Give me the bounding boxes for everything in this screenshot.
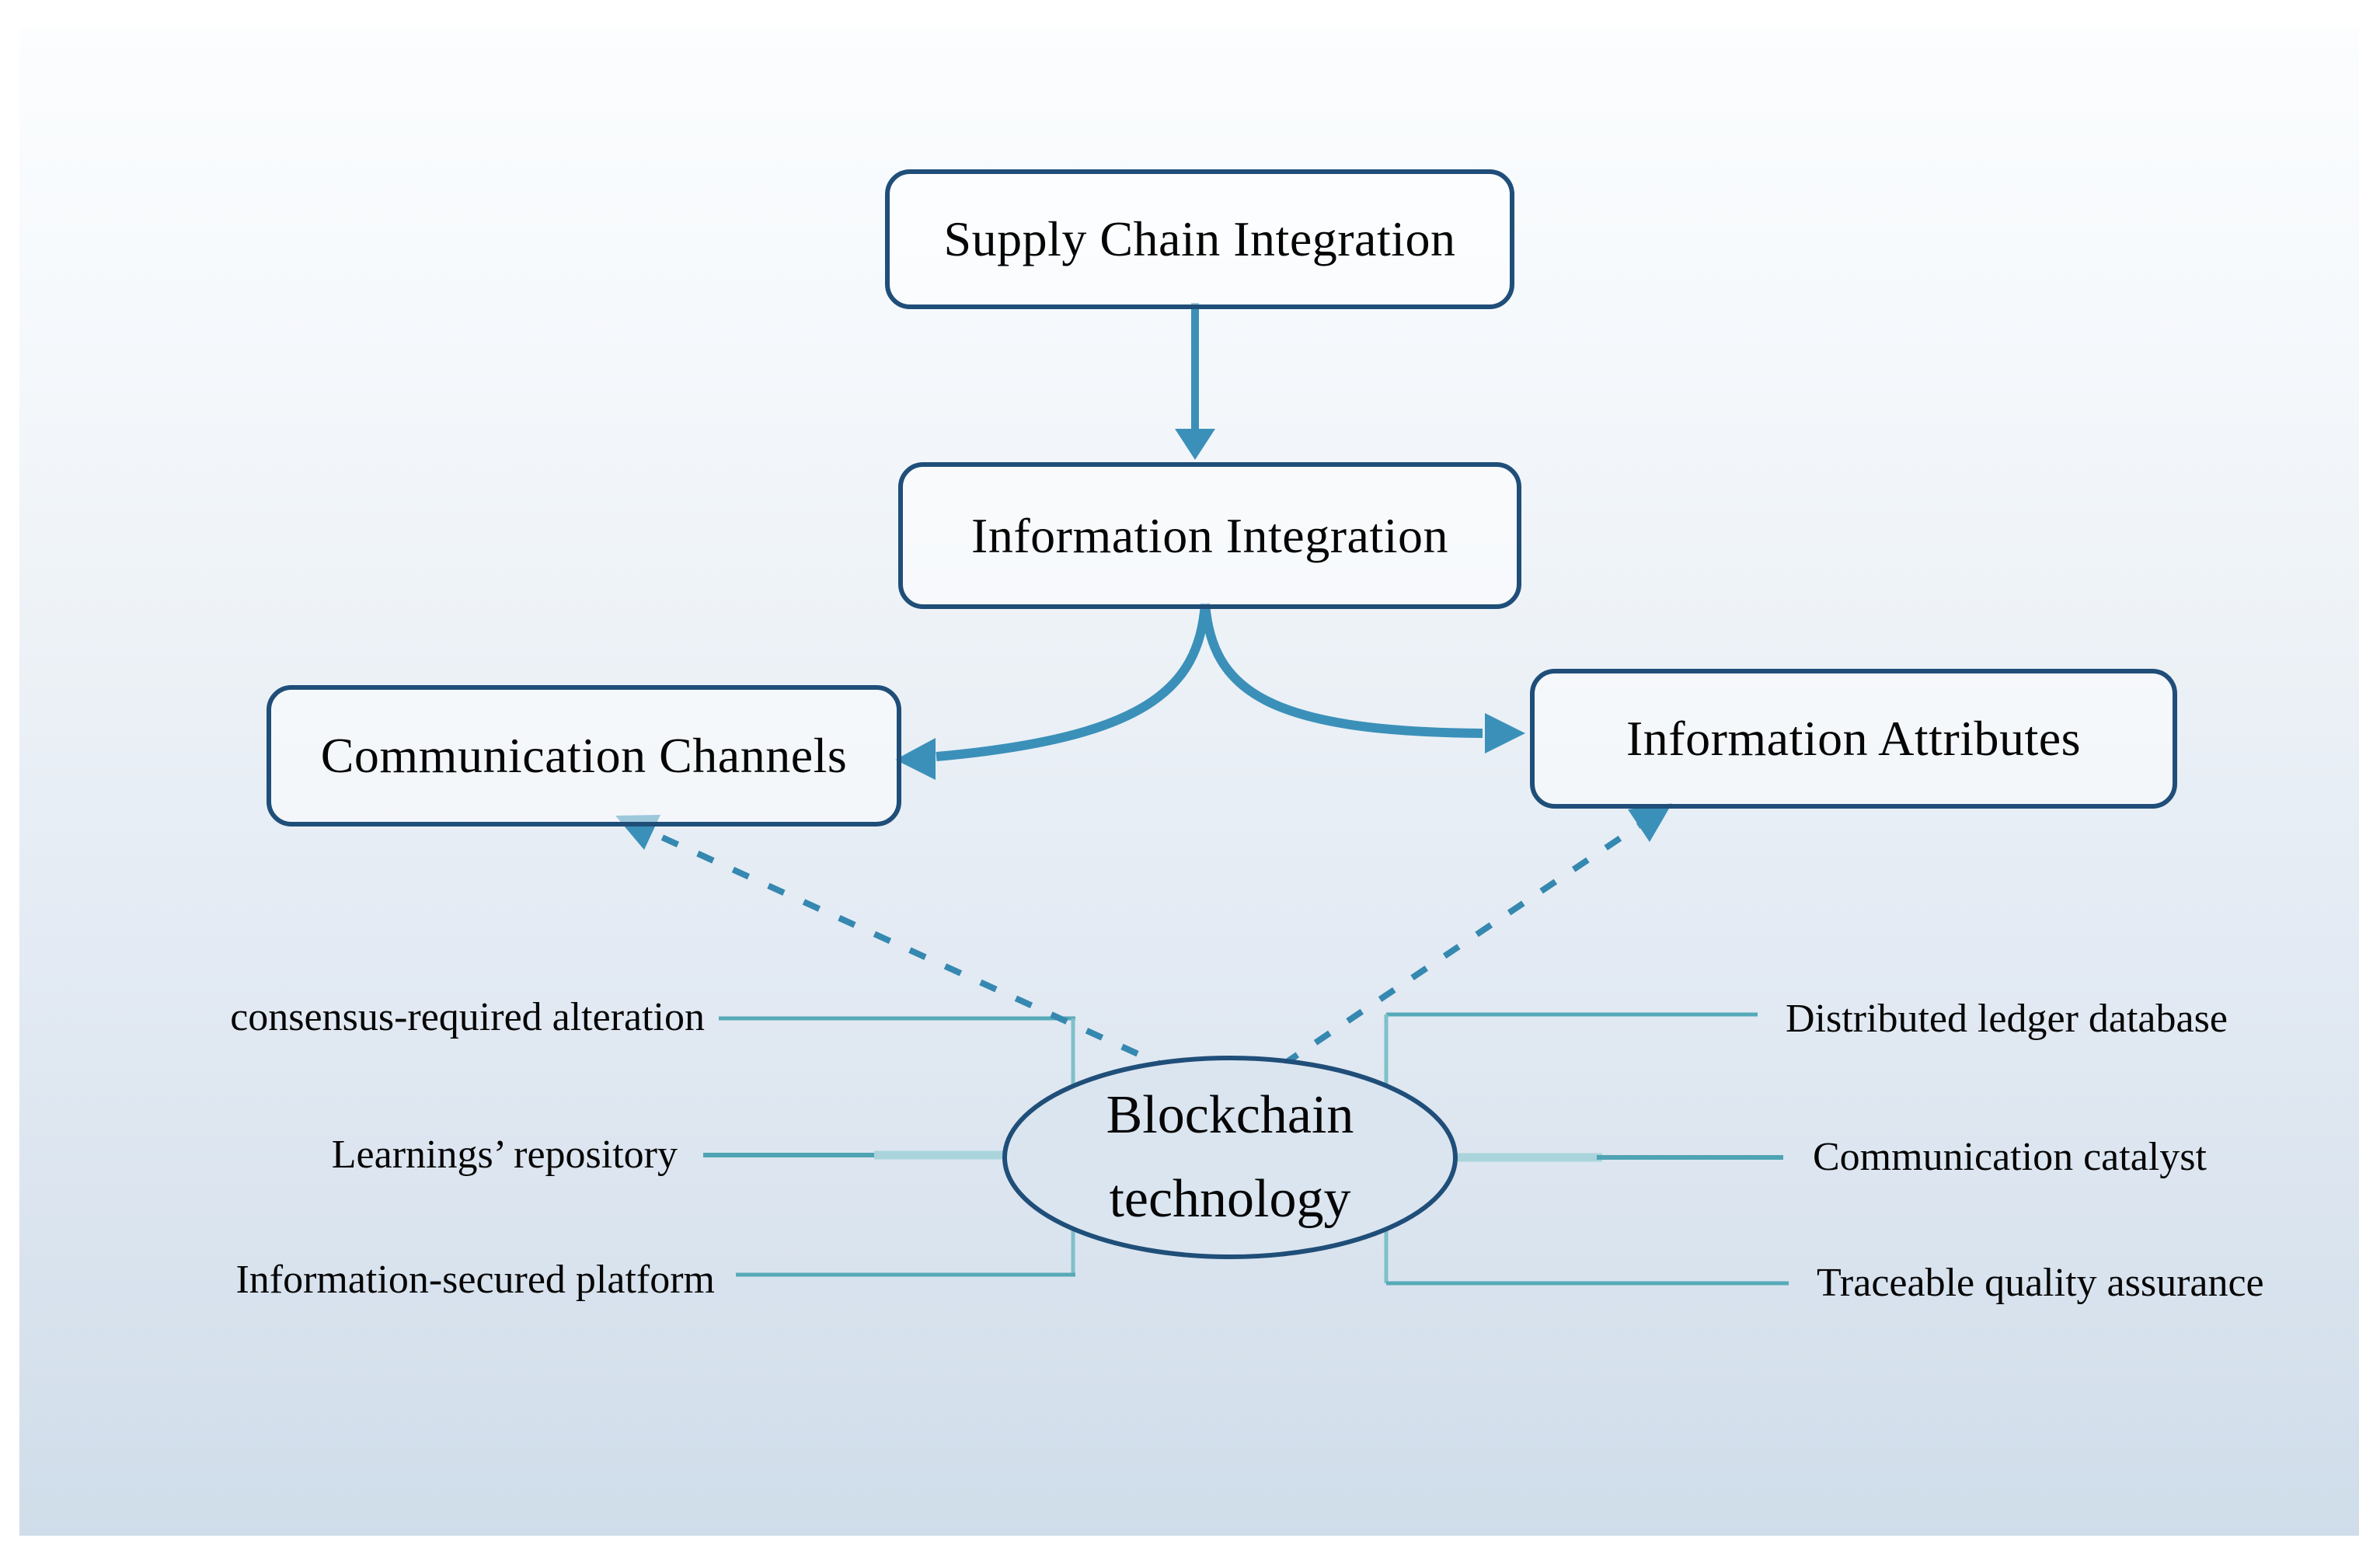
- label-information-secured-platform: Information-secured platform: [235, 1258, 715, 1302]
- blockchain-ellipse: [1002, 1056, 1458, 1259]
- node-blockchain-technology-label: Blockchain technology: [1106, 1084, 1354, 1230]
- node-information-attributes-label: Information Attributes: [1626, 711, 2082, 766]
- node-supply-chain-integration-label: Supply Chain Integration: [943, 211, 1456, 266]
- arrow-information-to-communication-head: [895, 738, 936, 780]
- node-information-integration-label: Information Integration: [971, 507, 1448, 563]
- label-consensus-required-alteration: consensus-required alteration: [230, 995, 705, 1039]
- dashed-arrow-blockchain-to-attributes-head: [1628, 803, 1672, 842]
- label-communication-catalyst: Communication catalyst: [1813, 1135, 2207, 1179]
- node-information-integration: Information Integration: [898, 462, 1521, 609]
- dashed-arrow-blockchain-to-attributes-line: [1249, 823, 1641, 1089]
- label-traceable-quality-assurance: Traceable quality assurance: [1817, 1261, 2264, 1305]
- node-supply-chain-integration: Supply Chain Integration: [885, 169, 1514, 309]
- arrow-information-to-communication-stem: [936, 603, 1210, 761]
- node-communication-channels-label: Communication Channels: [320, 728, 848, 783]
- arrow-supply-to-information-head: [1175, 429, 1215, 460]
- arrow-information-to-attributes-head: [1485, 713, 1525, 753]
- dashed-arrow-blockchain-to-communication-line: [650, 830, 1210, 1089]
- node-information-attributes: Information Attributes: [1530, 669, 2177, 809]
- node-communication-channels: Communication Channels: [267, 685, 901, 826]
- label-distributed-ledger-database: Distributed ledger database: [1786, 997, 2228, 1041]
- label-learnings-repository: Learnings’ repository: [331, 1133, 678, 1177]
- arrow-information-to-attributes-stem: [1200, 603, 1483, 738]
